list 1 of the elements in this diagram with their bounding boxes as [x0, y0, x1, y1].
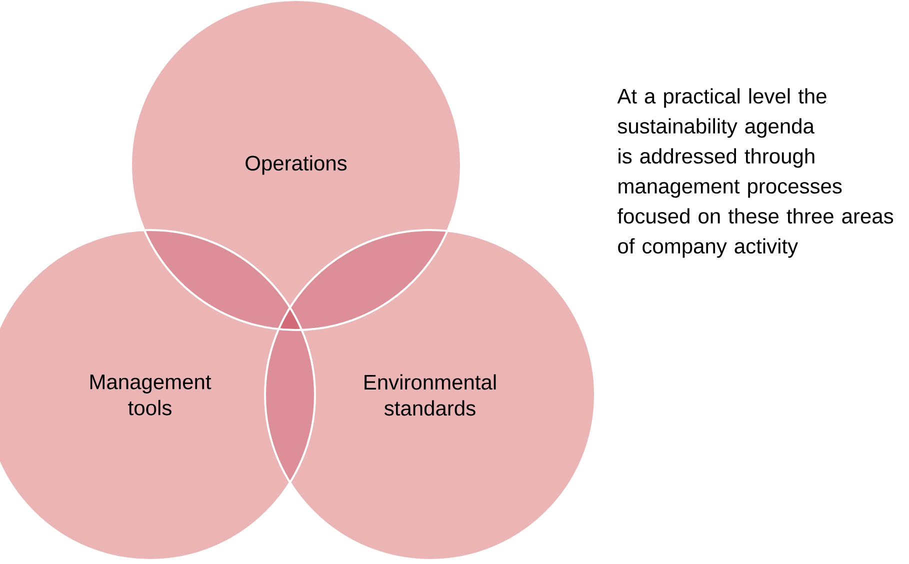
note-text: At a practical level the sustainability agenda is addressed through management processes focused on these three areas of company activity — [617, 88, 894, 258]
